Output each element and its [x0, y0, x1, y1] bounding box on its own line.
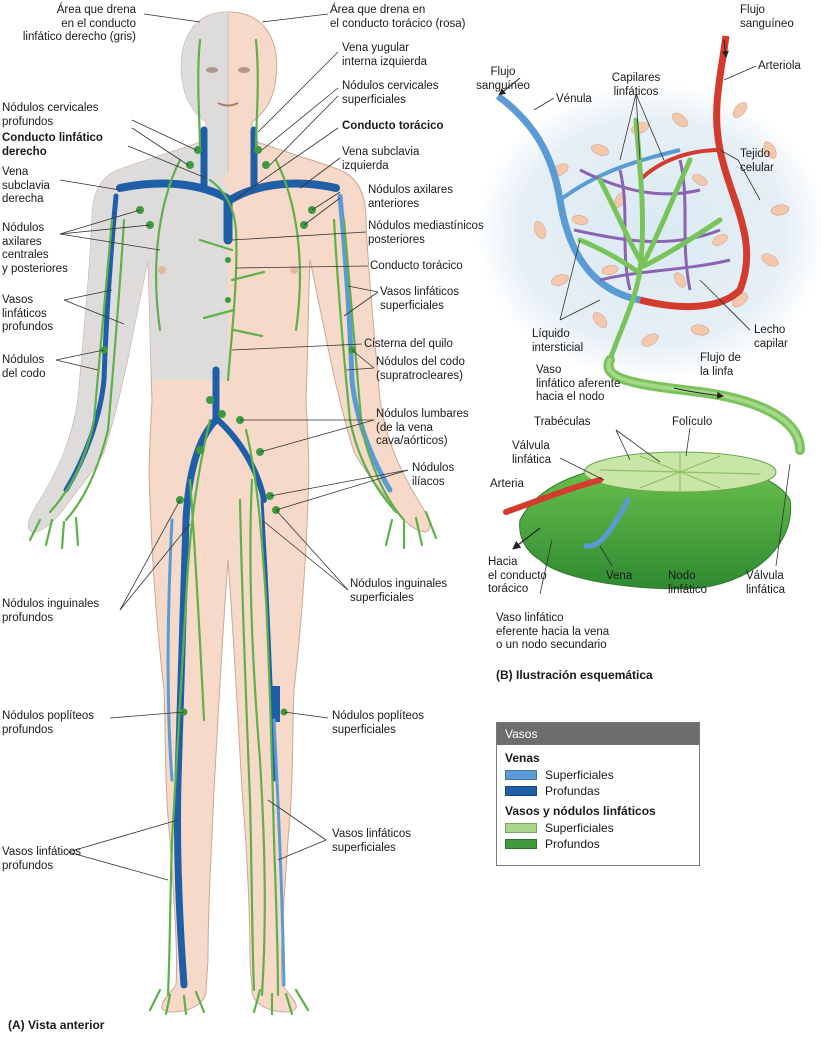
- label-lymph-capillaries: Capilares linfáticos: [611, 72, 661, 98]
- label-lumbar-nodes: Nódulos lumbares (de la vena cava/aórtic…: [376, 408, 469, 447]
- label-right-lymph-duct: Conducto linfático derecho: [2, 132, 103, 158]
- label-deep-lymph-vessels-leg: Vasos linfáticos profundos: [2, 846, 82, 872]
- label-thoracic-duct-bold: Conducto torácico: [342, 120, 444, 132]
- caption-panel-b: (B) Ilustración esquemática: [496, 668, 653, 682]
- label-to-thoracic-duct: Hacia el conducto torácico: [488, 556, 547, 595]
- label-area-right-duct: Área que drena en el conducto linfático …: [22, 4, 136, 43]
- label-venule: Vénula: [556, 93, 592, 105]
- label-capillary-bed: Lecho capilar: [754, 324, 788, 350]
- label-blood-flow-left: Flujo sanguíneo: [476, 66, 530, 92]
- legend-lymph-heading: Vasos y nódulos linfáticos: [505, 804, 656, 818]
- label-lymph-flow: Flujo de la linfa: [700, 352, 741, 378]
- label-area-thoracic-duct: Área que drena en el conducto torácico (…: [330, 4, 466, 30]
- legend-title: Vasos: [497, 723, 699, 745]
- label-tissue-cell: Tejido celular: [740, 148, 774, 174]
- legend-lymph-deep-label: Profundos: [545, 836, 600, 851]
- label-trabeculae: Trabéculas: [534, 416, 591, 428]
- label-left-jugular: Vena yugular interna izquierda: [342, 42, 428, 68]
- label-superficial-lymph-vessels-arm: Vasos linfáticos superficiales: [380, 286, 460, 312]
- label-artery: Arteria: [490, 478, 524, 490]
- label-blood-flow-right: Flujo sanguíneo: [740, 4, 794, 30]
- legend-row-lymph-superficial: Superficiales: [505, 820, 699, 835]
- label-arteriole: Arteriola: [758, 60, 801, 72]
- body-silhouette: [27, 11, 431, 1013]
- legend-row-vein-deep: Profundas: [505, 783, 699, 798]
- swatch-lymph-superficial: [505, 822, 537, 833]
- legend-vein-deep-label: Profundas: [545, 783, 600, 798]
- swatch-lymph-deep: [505, 838, 537, 849]
- swatch-vein-superficial: [505, 769, 537, 780]
- label-elbow-nodes-left: Nódulos del codo: [2, 354, 46, 380]
- label-deep-inguinal: Nódulos inguinales profundos: [2, 598, 100, 624]
- label-superficial-lymph-vessels-leg: Vasos linfáticos superficiales: [332, 828, 412, 854]
- label-left-subclavian: Vena subclavia izquierda: [342, 146, 420, 172]
- label-superficial-cervical: Nódulos cervicales superficiales: [342, 80, 439, 106]
- leader-lines-b: [533, 65, 791, 595]
- schematic-illustration: [476, 35, 821, 590]
- label-superficial-popliteal: Nódulos poplíteos superficiales: [332, 710, 425, 736]
- label-vein: Vena: [606, 570, 633, 582]
- caption-panel-a: (A) Vista anterior: [8, 1018, 105, 1032]
- label-efferent-vessel: Vaso linfático eferente hacia la vena o …: [496, 612, 610, 651]
- leader-lines-a: [55, 13, 409, 881]
- label-posterior-mediastinal: Nódulos mediastínicos posteriores: [368, 220, 484, 246]
- label-cisterna-chyli: Cisterna del quilo: [364, 338, 453, 350]
- vessel-legend: Vasos Venas Superficiales Profundas Vaso…: [496, 722, 700, 866]
- label-right-subclavian: Vena subclavia derecha: [2, 166, 50, 205]
- legend-vein-superficial-label: Superficiales: [545, 767, 614, 782]
- label-deep-lymph-vessels-arm: Vasos linfáticos profundos: [2, 294, 54, 333]
- label-lymph-node: Nodo linfático: [668, 570, 707, 596]
- label-anterior-axillary: Nódulos axilares anteriores: [368, 184, 454, 210]
- swatch-vein-deep: [505, 785, 537, 796]
- label-thoracic-duct: Conducto torácico: [370, 260, 463, 272]
- label-follicle: Folículo: [672, 416, 713, 428]
- legend-row-vein-superficial: Superficiales: [505, 767, 699, 782]
- label-iliac-nodes: Nódulos ilíacos: [412, 462, 455, 488]
- label-lymph-valve-right: Válvula linfática: [746, 570, 785, 596]
- label-deep-popliteal: Nódulos poplíteos profundos: [2, 710, 95, 736]
- label-superficial-inguinal: Nódulos inguinales superficiales: [350, 578, 448, 604]
- legend-veins-heading: Venas: [505, 751, 540, 765]
- label-central-posterior-axillary: Nódulos axilares centrales y posteriores: [2, 222, 68, 275]
- veins: [63, 126, 393, 989]
- label-elbow-nodes-right: Nódulos del codo (supratrocleares): [376, 356, 465, 382]
- lymph-vessels: [28, 38, 438, 1016]
- label-afferent-vessel: Vaso linfático aferente hacia el nodo: [536, 364, 621, 403]
- label-deep-cervical: Nódulos cervicales profundos: [2, 102, 99, 128]
- label-lymph-valve-left: Válvula linfática: [512, 440, 551, 466]
- legend-lymph-superficial-label: Superficiales: [545, 820, 614, 835]
- label-interstitial-fluid: Líquido intersticial: [532, 328, 584, 354]
- legend-row-lymph-deep: Profundos: [505, 836, 699, 851]
